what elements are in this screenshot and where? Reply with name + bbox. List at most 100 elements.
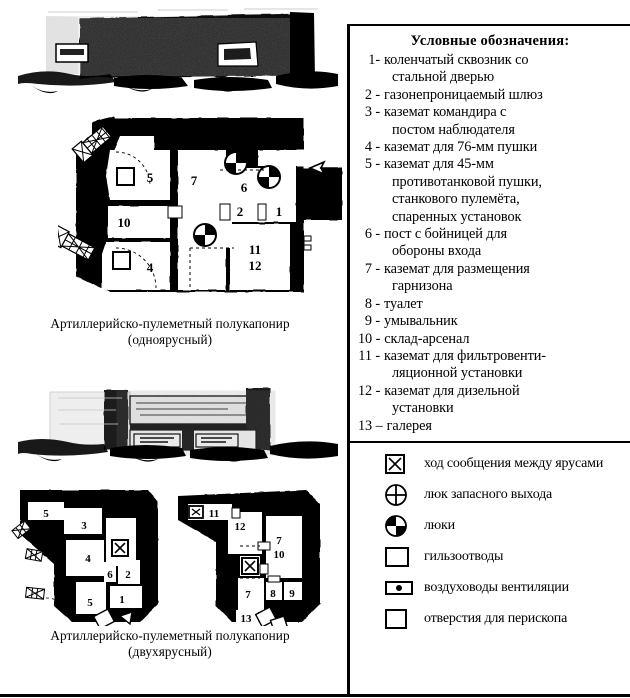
empty-square-icon (384, 546, 418, 568)
svg-text:10: 10 (118, 215, 131, 230)
page-bottom-rule (0, 694, 630, 697)
legend-item: 6 - пост с бойницей для (358, 226, 626, 243)
svg-text:9: 9 (289, 588, 295, 600)
legend-item: 10 - склад-арсенал (358, 331, 626, 348)
legend-item: 9 - умывальник (358, 313, 626, 330)
floor-plan-two-tier-lower: 5 3 4 5 6 2 1 (10, 486, 170, 626)
caption-line-1: Артиллерийско-пулеметный полукапонир (50, 628, 290, 643)
legend-item-text: каземат для 45-мм (384, 156, 494, 173)
legend-item: 1- коленчатый сквозник со (358, 52, 626, 69)
svg-text:7: 7 (191, 173, 198, 188)
symbol-label: люк запасного выхода (424, 487, 553, 503)
svg-text:6: 6 (107, 569, 113, 581)
photograph-two-tier-bunker (18, 376, 338, 482)
legend-title: Условные обозначения: (410, 33, 570, 49)
legend-item-text: коленчатый сквозник со (384, 52, 529, 68)
symbol-row: воздуховоды вентиляции (350, 573, 630, 604)
svg-text:8: 8 (270, 588, 276, 600)
svg-text:2: 2 (125, 569, 131, 581)
symbol-label: воздуховоды вентиляции (424, 580, 569, 596)
legend-item-number: 5 - (364, 156, 380, 173)
empty-square-small-icon (384, 608, 418, 630)
caption-single-tier: Артиллерийско-пулеметный полукапонир (од… (0, 316, 340, 348)
symbol-label: гильзоотводы (424, 549, 504, 565)
symbol-label: отверстия для перископа (424, 611, 568, 627)
svg-text:4: 4 (147, 260, 154, 275)
legend-item-number: 6 - (364, 226, 380, 243)
legend-item: 7 - каземат для размещения (358, 261, 626, 278)
symbol-row: люк запасного выхода (350, 480, 630, 511)
legend-item-continuation: гарнизона (392, 278, 453, 295)
legend-item-text: газонепроницаемый шлюз (384, 86, 543, 103)
legend-item: 2 - газонепроницаемый шлюз (358, 87, 626, 104)
svg-text:5: 5 (147, 170, 154, 185)
symbol-row: отверстия для перископа (350, 604, 630, 635)
svg-text:12: 12 (249, 258, 262, 273)
left-column: 5 10 4 7 6 1 2 11 12 Артиллерийско-пулем… (0, 4, 343, 660)
legend-item-number: 12 - (358, 382, 381, 399)
svg-text:4: 4 (85, 553, 91, 565)
legend-item-text: каземат командира с (384, 104, 507, 121)
svg-text:11: 11 (249, 242, 261, 257)
legend-item: 11 - каземат для фильтровенти- (358, 348, 626, 365)
floor-plan-two-tier-upper: 11 12 7 10 7 8 9 13 (166, 486, 336, 626)
legend-item: 12 - каземат для дизельной (358, 383, 626, 400)
legend-item: 5 - каземат для 45-мм (358, 156, 626, 173)
legend-item-continuation: противотанковой пушки, (392, 173, 542, 190)
caption-line-2: (одноярусный) (127, 332, 213, 347)
legend-item-number: 10 - (358, 330, 381, 347)
legend-item-text: каземат для фильтровенти- (384, 347, 546, 364)
legend-item-continuation: ляционной установки (392, 365, 523, 382)
plan-room-numbers: 5 10 4 7 6 1 2 11 12 (118, 170, 283, 275)
legend-item-text: каземат для дизельной (384, 382, 520, 399)
svg-text:2: 2 (237, 204, 244, 219)
legend-item-text: каземат для размещения (384, 260, 530, 277)
svg-text:13: 13 (241, 613, 253, 625)
svg-text:10: 10 (274, 549, 286, 561)
floor-plan-single-tier: 5 10 4 7 6 1 2 11 12 (58, 112, 343, 312)
legend-item-number: 9 - (364, 313, 380, 330)
symbol-row: гильзоотводы (350, 542, 630, 573)
legend-item-continuation: постом наблюдателя (392, 121, 515, 138)
svg-text:3: 3 (81, 520, 87, 532)
svg-text:5: 5 (87, 597, 93, 609)
legend-item-list: 1- коленчатый сквозник со стальной дверь… (350, 52, 630, 435)
legend-item-text: галерея (386, 417, 432, 434)
svg-text:6: 6 (241, 180, 248, 195)
symbol-legend: ход сообщения между ярусами люк запасног… (350, 440, 630, 635)
legend-item-text: туалет (384, 295, 423, 312)
legend-panel: Условные обозначения: 1- коленчатый скво… (347, 24, 630, 694)
approach-direction-arrow (307, 160, 338, 176)
circle-with-cross-icon (384, 483, 418, 507)
svg-text:7: 7 (276, 535, 282, 547)
caption-line-1: Артиллерийско-пулеметный полукапонир (50, 316, 290, 331)
caption-two-tier: Артиллерийско-пулеметный полукапонир (дв… (0, 628, 340, 660)
svg-text:12: 12 (235, 521, 247, 533)
circle-quartered-icon (384, 514, 418, 538)
caption-line-2: (двухярусный) (128, 644, 212, 659)
photograph-single-tier-bunker (18, 4, 338, 112)
legend-item-text: каземат для 76-мм пушки (384, 139, 538, 156)
legend-item-text: склад-арсенал (384, 330, 470, 347)
svg-text:1: 1 (276, 204, 283, 219)
legend-item-continuation: спаренных установок (392, 208, 522, 225)
legend-item-number: 1- (368, 52, 380, 68)
svg-text:7: 7 (245, 589, 251, 601)
square-with-x-icon (384, 453, 418, 475)
symbol-row: люки (350, 511, 630, 542)
symbol-label: ход сообщения между ярусами (424, 456, 604, 472)
legend-item-continuation: обороны входа (392, 243, 482, 260)
svg-text:5: 5 (43, 508, 49, 520)
legend-item-number: 3 - (364, 104, 380, 121)
symbol-row: ход сообщения между ярусами (350, 449, 630, 480)
legend-item-continuation: станкового пулемёта, (392, 191, 520, 208)
legend-item-text: пост с бойницей для (384, 226, 507, 243)
rect-with-dot-icon (384, 580, 418, 596)
symbol-label: люки (424, 518, 455, 534)
legend-item-continuation: стальной дверью (392, 69, 495, 86)
legend-item: 3 - каземат командира с (358, 104, 626, 121)
legend-item-number: 7 - (364, 260, 380, 277)
legend-item-number: 11 - (358, 347, 380, 364)
legend-item-continuation: установки (392, 400, 454, 417)
